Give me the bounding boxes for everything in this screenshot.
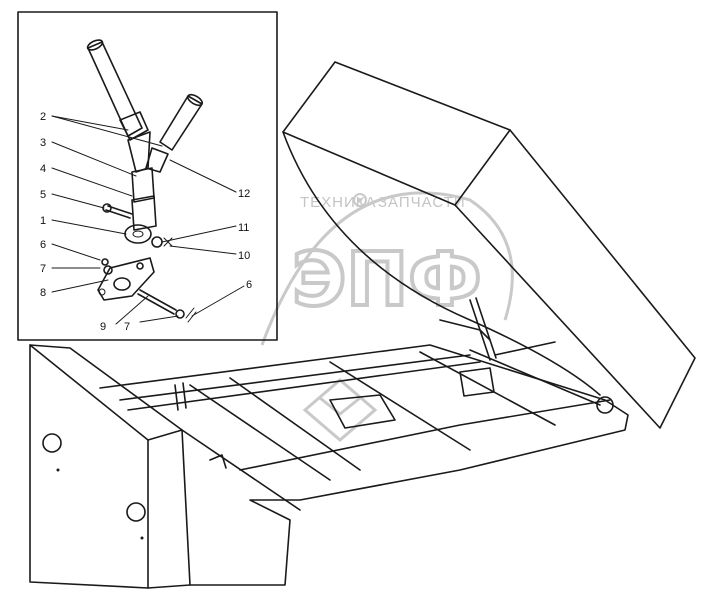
leader-lines: [51, 115, 245, 325]
lever-long-handle: [86, 39, 151, 173]
callout-9: 9: [100, 321, 106, 333]
dump-body-top: [282, 61, 511, 206]
watermark-right-word: ЗАПЧАСТИ: [378, 194, 466, 211]
callout-7-upper: 7: [40, 263, 46, 275]
callout-12: 12: [238, 188, 250, 200]
watermark-big-letters: ЭПФ: [292, 237, 482, 323]
front-wall-side: [147, 429, 191, 589]
hoist-mount-plate: [329, 394, 396, 429]
hoist-valve-block: [459, 367, 495, 397]
callout-labels: 2 3 4 5 1 6 7 8 12 11 10 6 9 7: [40, 111, 252, 333]
watermark-left-word: ТЕХНИКА: [300, 194, 377, 211]
raised-dump-body: [282, 61, 696, 429]
rear-crossmember: [469, 349, 601, 406]
left-rail-outer: [119, 354, 471, 401]
callout-6-lower: 6: [246, 279, 252, 291]
chassis-frame: [29, 297, 629, 589]
callout-6-upper: 6: [40, 239, 46, 251]
inset-detail: 2 3 4 5 1 6 7 8 12 11 10 6 9 7: [17, 11, 278, 341]
rear-hinge: [596, 396, 614, 414]
pivot-assembly: [102, 167, 157, 244]
front-wall-top: [29, 344, 183, 441]
callout-7-lower: 7: [124, 321, 130, 333]
inset-frame: [17, 11, 278, 341]
callout-1: 1: [40, 215, 46, 227]
callout-8: 8: [40, 287, 46, 299]
crossmember-1: [229, 377, 361, 471]
front-wall-hole-upper: [42, 433, 62, 453]
front-wall-face: [29, 344, 149, 589]
dump-body-side: [454, 129, 696, 429]
front-crossmember: [189, 384, 331, 481]
dump-body-edge: [282, 131, 601, 396]
pin-assembly: [137, 289, 197, 323]
crossmember-2: [329, 361, 471, 451]
callout-10: 10: [238, 250, 250, 262]
front-bracket: [174, 382, 187, 411]
callout-4: 4: [40, 163, 46, 175]
deck-outline: [99, 344, 629, 586]
control-rod: [494, 341, 556, 356]
callout-2: 2: [40, 111, 46, 123]
callout-3: 3: [40, 137, 46, 149]
lever-short-handle: [145, 93, 204, 173]
small-bracket: [209, 454, 227, 469]
wheat-icon: [302, 378, 378, 442]
gear-icon: [353, 193, 367, 207]
left-rail-inner: [127, 361, 481, 411]
front-wall-hole-lower: [126, 502, 146, 522]
callout-11: 11: [238, 222, 249, 234]
callout-5: 5: [40, 189, 46, 201]
cylinder-mount: [439, 319, 491, 341]
right-rail: [239, 399, 611, 471]
mounting-bracket: [97, 257, 155, 301]
